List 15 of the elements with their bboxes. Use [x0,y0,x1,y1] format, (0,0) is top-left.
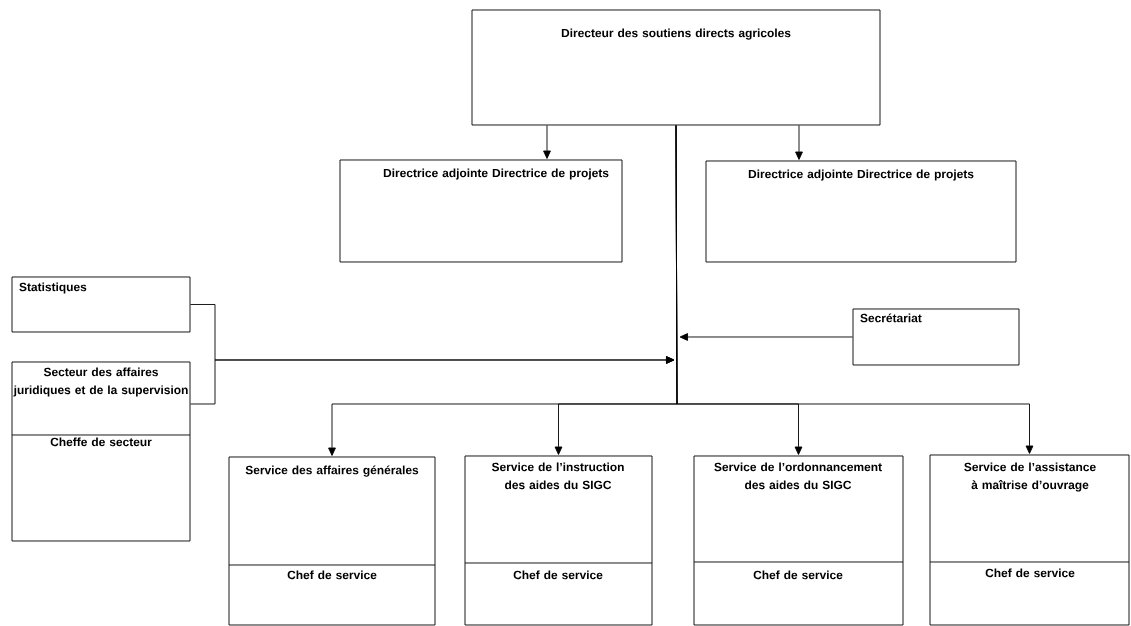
sector-box: Secteur des affaires juridiques et de la supervision Cheffe de secteur [11,361,191,542]
deputy-box: Directrice adjointe Directrice de projets [339,159,623,263]
arrow [675,125,1034,454]
deputy-box: Directrice adjointe Directrice de projets [705,160,1017,263]
unit-box: Secrétariat [852,308,1020,366]
arrow [795,125,803,160]
service-box: Service de l’assistance à maîtrise d’ouvrage Chef de service [929,454,1130,626]
service-box: Service des affaires générales Chef de service [228,456,436,626]
arrow [679,333,853,341]
service-box: Service de l’instruction des aides du SIGC Chef de service [464,455,653,626]
director-box: Directeur des soutiens directs agricoles [471,9,881,126]
arrow [543,125,551,159]
service-box: Service de l’ordonnancement des aides du SIGC Chef de service [693,455,904,626]
arrow [190,356,675,405]
unit-box: Statistiques [11,276,191,333]
